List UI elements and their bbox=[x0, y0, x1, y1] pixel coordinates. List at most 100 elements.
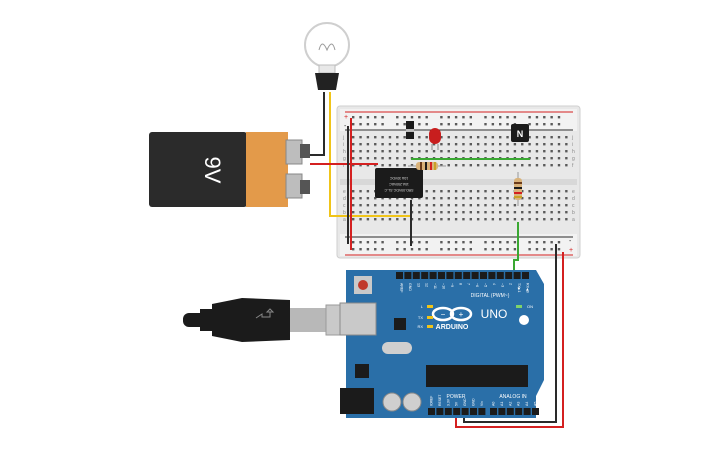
breadboard-hole[interactable] bbox=[557, 116, 561, 119]
breadboard-hole[interactable] bbox=[381, 150, 384, 153]
breadboard-hole[interactable] bbox=[454, 123, 458, 126]
breadboard-hole[interactable] bbox=[440, 164, 443, 167]
breadboard-hole[interactable] bbox=[396, 136, 399, 139]
breadboard-hole[interactable] bbox=[352, 123, 355, 126]
breadboard-hole[interactable] bbox=[388, 157, 392, 160]
breadboard-hole[interactable] bbox=[484, 190, 487, 193]
breadboard-hole[interactable] bbox=[440, 204, 443, 207]
breadboard-hole[interactable] bbox=[469, 150, 472, 153]
breadboard-hole[interactable] bbox=[557, 211, 561, 214]
breadboard-hole[interactable] bbox=[550, 211, 553, 214]
breadboard-hole[interactable] bbox=[440, 136, 443, 139]
breadboard-hole[interactable] bbox=[432, 150, 436, 153]
breadboard-hole[interactable] bbox=[557, 241, 561, 244]
breadboard-hole[interactable] bbox=[535, 204, 539, 207]
breadboard-hole[interactable] bbox=[528, 241, 531, 244]
breadboard-hole[interactable] bbox=[352, 136, 355, 139]
breadboard-hole[interactable] bbox=[469, 197, 472, 200]
breadboard-hole[interactable] bbox=[491, 123, 495, 126]
breadboard-hole[interactable] bbox=[513, 143, 517, 146]
breadboard-hole[interactable] bbox=[476, 136, 480, 139]
breadboard-hole[interactable] bbox=[396, 123, 399, 126]
breadboard-hole[interactable] bbox=[528, 204, 531, 207]
analog-pin-socket[interactable] bbox=[490, 408, 497, 415]
breadboard-hole[interactable] bbox=[476, 143, 480, 146]
breadboard-hole[interactable] bbox=[454, 150, 458, 153]
breadboard-hole[interactable] bbox=[440, 143, 443, 146]
breadboard-hole[interactable] bbox=[374, 150, 377, 153]
breadboard-hole[interactable] bbox=[521, 164, 524, 167]
digital-pin-socket[interactable] bbox=[471, 272, 479, 279]
breadboard-hole[interactable] bbox=[535, 150, 539, 153]
breadboard-hole[interactable] bbox=[469, 190, 472, 193]
breadboard-hole[interactable] bbox=[366, 190, 370, 193]
breadboard-hole[interactable] bbox=[506, 204, 509, 207]
breadboard-hole[interactable] bbox=[454, 211, 458, 214]
breadboard-hole[interactable] bbox=[550, 241, 553, 244]
breadboard-hole[interactable] bbox=[388, 204, 392, 207]
breadboard-hole[interactable] bbox=[513, 204, 517, 207]
breadboard-hole[interactable] bbox=[469, 218, 472, 221]
breadboard-hole[interactable] bbox=[565, 136, 568, 139]
breadboard-hole[interactable] bbox=[513, 164, 517, 167]
breadboard-hole[interactable] bbox=[403, 143, 406, 146]
breadboard-hole[interactable] bbox=[491, 218, 495, 221]
breadboard-hole[interactable] bbox=[476, 211, 480, 214]
breadboard-hole[interactable] bbox=[447, 218, 450, 221]
breadboard-hole[interactable] bbox=[528, 143, 531, 146]
breadboard-hole[interactable] bbox=[396, 204, 399, 207]
breadboard-hole[interactable] bbox=[535, 143, 539, 146]
breadboard-hole[interactable] bbox=[506, 190, 509, 193]
power-pin-socket[interactable] bbox=[444, 408, 452, 415]
breadboard-hole[interactable] bbox=[469, 248, 472, 251]
breadboard-hole[interactable] bbox=[469, 116, 472, 119]
digital-pin-socket[interactable] bbox=[480, 272, 487, 279]
power-pin-socket[interactable] bbox=[453, 408, 461, 415]
breadboard-hole[interactable] bbox=[381, 157, 384, 160]
breadboard-hole[interactable] bbox=[374, 157, 377, 160]
breadboard-hole[interactable] bbox=[491, 204, 495, 207]
breadboard-hole[interactable] bbox=[528, 150, 531, 153]
breadboard-hole[interactable] bbox=[366, 157, 370, 160]
breadboard-hole[interactable] bbox=[418, 241, 421, 244]
breadboard-hole[interactable] bbox=[403, 164, 406, 167]
breadboard-hole[interactable] bbox=[543, 150, 546, 153]
breadboard-hole[interactable] bbox=[447, 116, 450, 119]
breadboard-hole[interactable] bbox=[506, 136, 509, 139]
breadboard-hole[interactable] bbox=[374, 164, 377, 167]
breadboard-hole[interactable] bbox=[535, 164, 539, 167]
breadboard-hole[interactable] bbox=[403, 150, 406, 153]
breadboard-hole[interactable] bbox=[366, 218, 370, 221]
breadboard-hole[interactable] bbox=[352, 190, 355, 193]
breadboard-hole[interactable] bbox=[557, 248, 561, 251]
breadboard-hole[interactable] bbox=[528, 218, 531, 221]
breadboard-hole[interactable] bbox=[374, 241, 377, 244]
breadboard-hole[interactable] bbox=[557, 136, 561, 139]
breadboard-hole[interactable] bbox=[484, 241, 487, 244]
breadboard-hole[interactable] bbox=[381, 197, 384, 200]
breadboard-hole[interactable] bbox=[462, 136, 465, 139]
breadboard-hole[interactable] bbox=[454, 241, 458, 244]
breadboard-hole[interactable] bbox=[499, 248, 502, 251]
breadboard-hole[interactable] bbox=[381, 248, 384, 251]
breadboard-hole[interactable] bbox=[513, 248, 517, 251]
breadboard-hole[interactable] bbox=[557, 204, 561, 207]
breadboard-hole[interactable] bbox=[550, 157, 553, 160]
breadboard-hole[interactable] bbox=[352, 211, 355, 214]
breadboard-hole[interactable] bbox=[543, 241, 546, 244]
breadboard-hole[interactable] bbox=[543, 248, 546, 251]
breadboard-hole[interactable] bbox=[418, 248, 421, 251]
breadboard-hole[interactable] bbox=[359, 143, 362, 146]
breadboard-hole[interactable] bbox=[359, 197, 362, 200]
breadboard-hole[interactable] bbox=[454, 190, 458, 193]
breadboard-hole[interactable] bbox=[557, 123, 561, 126]
analog-pin-socket[interactable] bbox=[523, 408, 531, 415]
breadboard-hole[interactable] bbox=[410, 143, 414, 146]
breadboard-hole[interactable] bbox=[491, 143, 495, 146]
breadboard-hole[interactable] bbox=[388, 211, 392, 214]
breadboard-hole[interactable] bbox=[454, 164, 458, 167]
breadboard-hole[interactable] bbox=[565, 157, 568, 160]
breadboard-hole[interactable] bbox=[366, 204, 370, 207]
breadboard-hole[interactable] bbox=[476, 150, 480, 153]
